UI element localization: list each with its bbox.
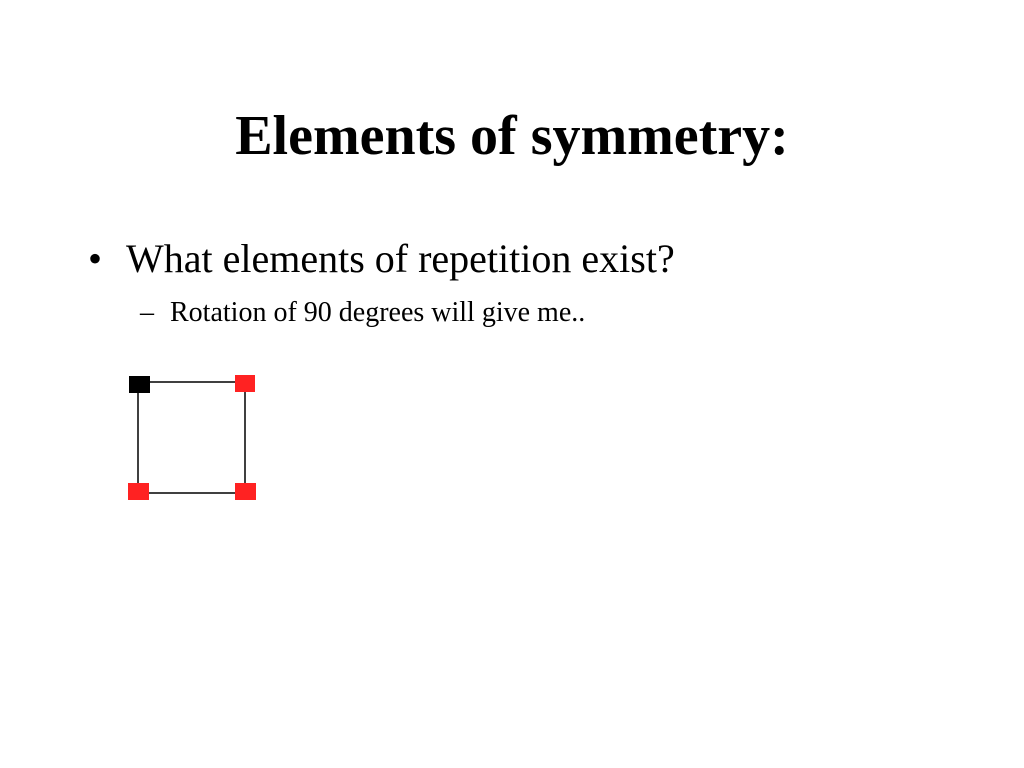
square-outline [137, 381, 246, 494]
corner-marker-bottom-left [128, 483, 149, 500]
sub-bullet-item: –Rotation of 90 degrees will give me.. [140, 296, 585, 330]
corner-marker-top-right [235, 375, 255, 392]
bullet-mark: • [88, 236, 103, 281]
sub-bullet-mark: – [140, 297, 154, 328]
bullet-text: What elements of repetition exist? [126, 236, 675, 281]
sub-bullet-text: Rotation of 90 degrees will give me.. [170, 297, 586, 328]
corner-marker-bottom-right [235, 483, 256, 500]
bullet-item: • What elements of repetition exist? [88, 234, 675, 284]
square-symmetry-diagram [128, 375, 256, 500]
corner-marker-top-left [129, 376, 150, 393]
slide-title: Elements of symmetry: [235, 105, 789, 167]
